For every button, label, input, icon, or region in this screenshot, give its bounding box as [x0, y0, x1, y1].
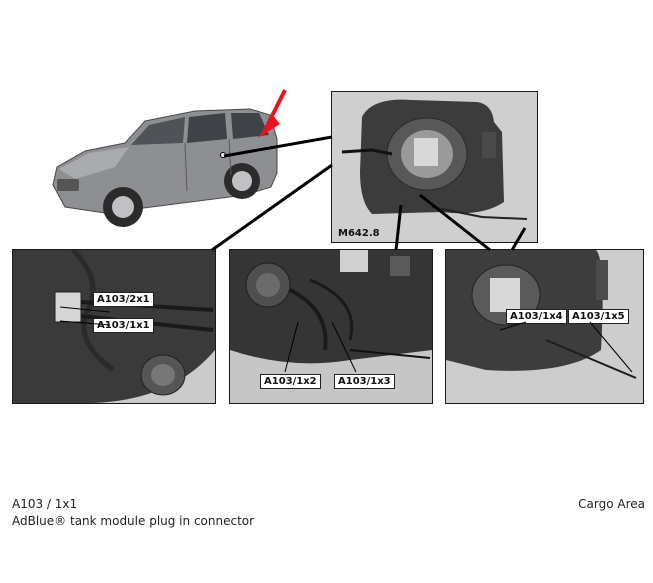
- tank-overview-photo: M642.8: [331, 91, 538, 243]
- component-location: Cargo Area: [578, 497, 645, 511]
- callout-a103-2x1: A103/2x1: [93, 292, 154, 307]
- callout-a103-1x4: A103/1x4: [506, 309, 567, 324]
- component-description: AdBlue® tank module plug in connector: [12, 514, 255, 528]
- callout-a103-1x3: A103/1x3: [334, 374, 395, 389]
- engine-code-label: M642.8: [338, 228, 380, 239]
- component-code: A103 / 1x1: [12, 497, 78, 511]
- callout-a103-1x1: A103/1x1: [93, 318, 154, 333]
- callout-a103-1x5: A103/1x5: [568, 309, 629, 324]
- vehicle-illustration: [52, 108, 278, 227]
- detail-panel-3: A103/1x4 A103/1x5: [445, 249, 644, 404]
- callout-a103-1x2: A103/1x2: [260, 374, 321, 389]
- detail-panel-2: A103/1x2 A103/1x3: [229, 249, 433, 404]
- detail-panel-1: A103/2x1 A103/1x1: [12, 249, 216, 404]
